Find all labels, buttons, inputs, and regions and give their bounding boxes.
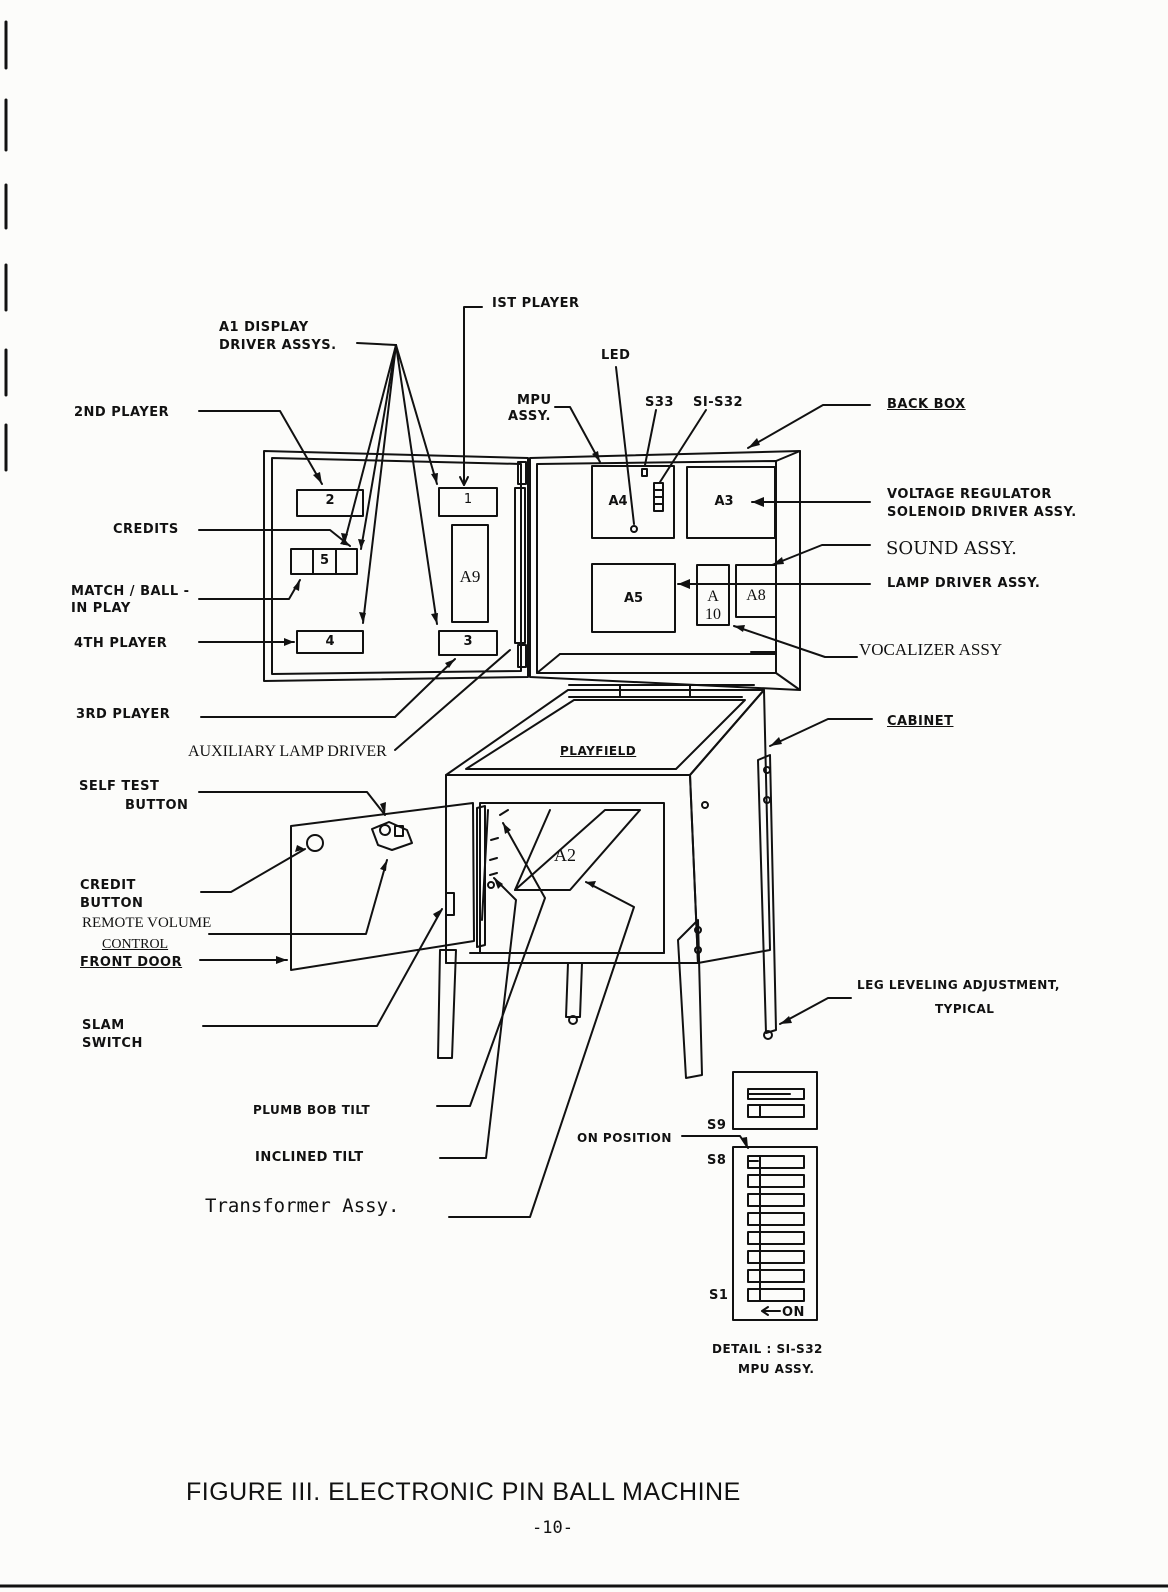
s8-label: S8 [707,1153,727,1168]
s33-label: S33 [645,395,674,410]
voltage-regulator-label-line2: SOLENOID DRIVER ASSY. [887,505,1077,520]
remote-volume-label-line2: CONTROL [102,937,169,952]
back-box-label: BACK BOX [887,397,966,412]
box-label-1: 1 [463,492,473,507]
a8-box [735,564,777,618]
a5-box [591,563,676,633]
s1-s32-label: SI-S32 [693,395,744,410]
page-number: -10- [532,1518,573,1538]
box-label-4: 4 [325,634,335,649]
leg-leveling-label-line2: TYPICAL [935,1002,995,1016]
s1-label: S1 [709,1288,729,1303]
slam-switch-label-line2: SWITCH [82,1036,143,1051]
a4-mpu-box [591,465,675,539]
backbox-interior [529,450,801,691]
a9-box [451,524,489,623]
backbox-left-door [263,450,529,682]
detail-label-line2: MPU ASSY. [738,1362,815,1376]
box-label-3: 3 [463,634,473,649]
player4-display-box [296,630,364,654]
first-player-label: IST PLAYER [492,296,580,311]
led-indicator [630,525,638,533]
arrow-heads [276,438,792,1148]
box-label-a3: A3 [714,494,734,509]
s9-dip-detail [732,1071,818,1130]
mpu-label-line1: MPU [517,393,552,408]
playfield-label: PLAYFIELD [560,744,637,758]
box-label-2: 2 [325,493,335,508]
player2-display-box [296,489,364,517]
aux-lamp-driver-label: AUXILIARY LAMP DRIVER [188,743,387,760]
leg-leveling-label-line1: LEG LEVELING ADJUSTMENT, [857,978,1060,992]
on-position-label: ON POSITION [577,1131,672,1145]
box-label-5: 5 [319,553,330,568]
cabinet-label: CABINET [887,714,954,729]
box-label-a9: A9 [459,567,481,586]
led-label: LED [601,348,631,363]
a1-display-label-line1: A1 DISPLAY [219,320,309,335]
mpu-label-line2: ASSY. [508,409,551,424]
box-label-a10-top: A [707,588,719,605]
s9-label: S9 [707,1118,727,1133]
detail-label-line1: DETAIL : SI-S32 [712,1342,823,1356]
credit-button-label-line1: CREDIT [80,878,136,893]
second-player-label: 2ND PLAYER [74,405,170,420]
sound-assy-label: SOUND ASSY. [886,538,1017,559]
s1-s8-dip-detail [732,1146,818,1321]
box-label-a5: A5 [623,591,644,606]
on-arrow-label: ON [782,1305,805,1320]
credits-label: CREDITS [113,522,179,537]
s33-switch [641,468,648,477]
fourth-player-label: 4TH PLAYER [74,636,168,651]
front-door-label: FRONT DOOR [80,955,183,970]
voltage-regulator-label-line1: VOLTAGE REGULATOR [887,487,1052,502]
player3-display-box [438,630,498,656]
self-test-label-line2: BUTTON [125,798,189,813]
match-ball-label-line1: MATCH / BALL - [71,584,190,599]
credit-button-label-line2: BUTTON [80,896,144,911]
box-label-a8: A8 [746,587,766,604]
self-test-label-line1: SELF TEST [79,779,160,794]
vocalizer-label: VOCALIZER ASSY [859,640,1003,659]
front-door [290,802,486,971]
match-display-box [290,548,314,575]
box-label-a2: A2 [554,845,576,865]
inclined-tilt-label: INCLINED TILT [255,1150,364,1165]
figure-caption: FIGURE III. ELECTRONIC PIN BALL MACHINE [186,1478,741,1506]
slam-switch-rect [445,892,455,916]
third-player-label: 3RD PLAYER [76,707,171,722]
slam-switch-label-line1: SLAM [82,1018,125,1033]
box-label-a10-bottom: 10 [705,606,721,623]
match-ball-label-line2: IN PLAY [71,601,131,616]
player1-display-box [438,487,498,517]
transformer-label: Transformer Assy. [205,1195,400,1217]
plumb-bob-tilt-label: PLUMB BOB TILT [253,1103,371,1117]
credit-button-circle [306,834,324,852]
a1-display-label-line2: DRIVER ASSYS. [219,338,337,353]
remote-volume-label-line1: REMOTE VOLUME [82,915,212,931]
a10-box [696,564,730,626]
lamp-driver-label: LAMP DRIVER ASSY. [887,576,1041,591]
box-label-a4: A4 [608,494,628,509]
